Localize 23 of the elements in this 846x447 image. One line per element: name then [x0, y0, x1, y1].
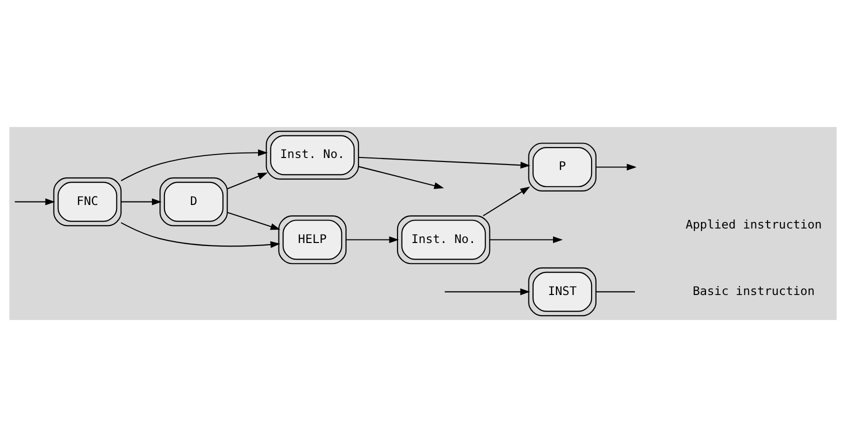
node-box: Inst. No.: [266, 130, 360, 180]
arrow: [596, 164, 637, 171]
label: Applied instruction: [686, 218, 822, 232]
connector: [596, 291, 635, 292]
arrow: [358, 166, 444, 189]
arrow: [121, 198, 162, 206]
arrow: [482, 186, 530, 216]
node-box: D: [160, 177, 228, 226]
arrow: [490, 236, 563, 244]
label: Basic instruction: [692, 284, 815, 298]
node-box: HELP: [278, 215, 347, 264]
arrow: [14, 198, 56, 206]
node-box: FNC: [53, 177, 122, 226]
node-box: P: [528, 142, 596, 192]
arrow: [227, 212, 280, 230]
arrow: [120, 222, 280, 248]
arrow: [120, 149, 268, 182]
arrow: [227, 172, 268, 190]
arrow: [358, 156, 530, 169]
arrow: [444, 288, 530, 296]
node-box: Inst. No.: [396, 215, 490, 264]
arrow: [346, 236, 399, 244]
node-box: INST: [528, 267, 596, 316]
